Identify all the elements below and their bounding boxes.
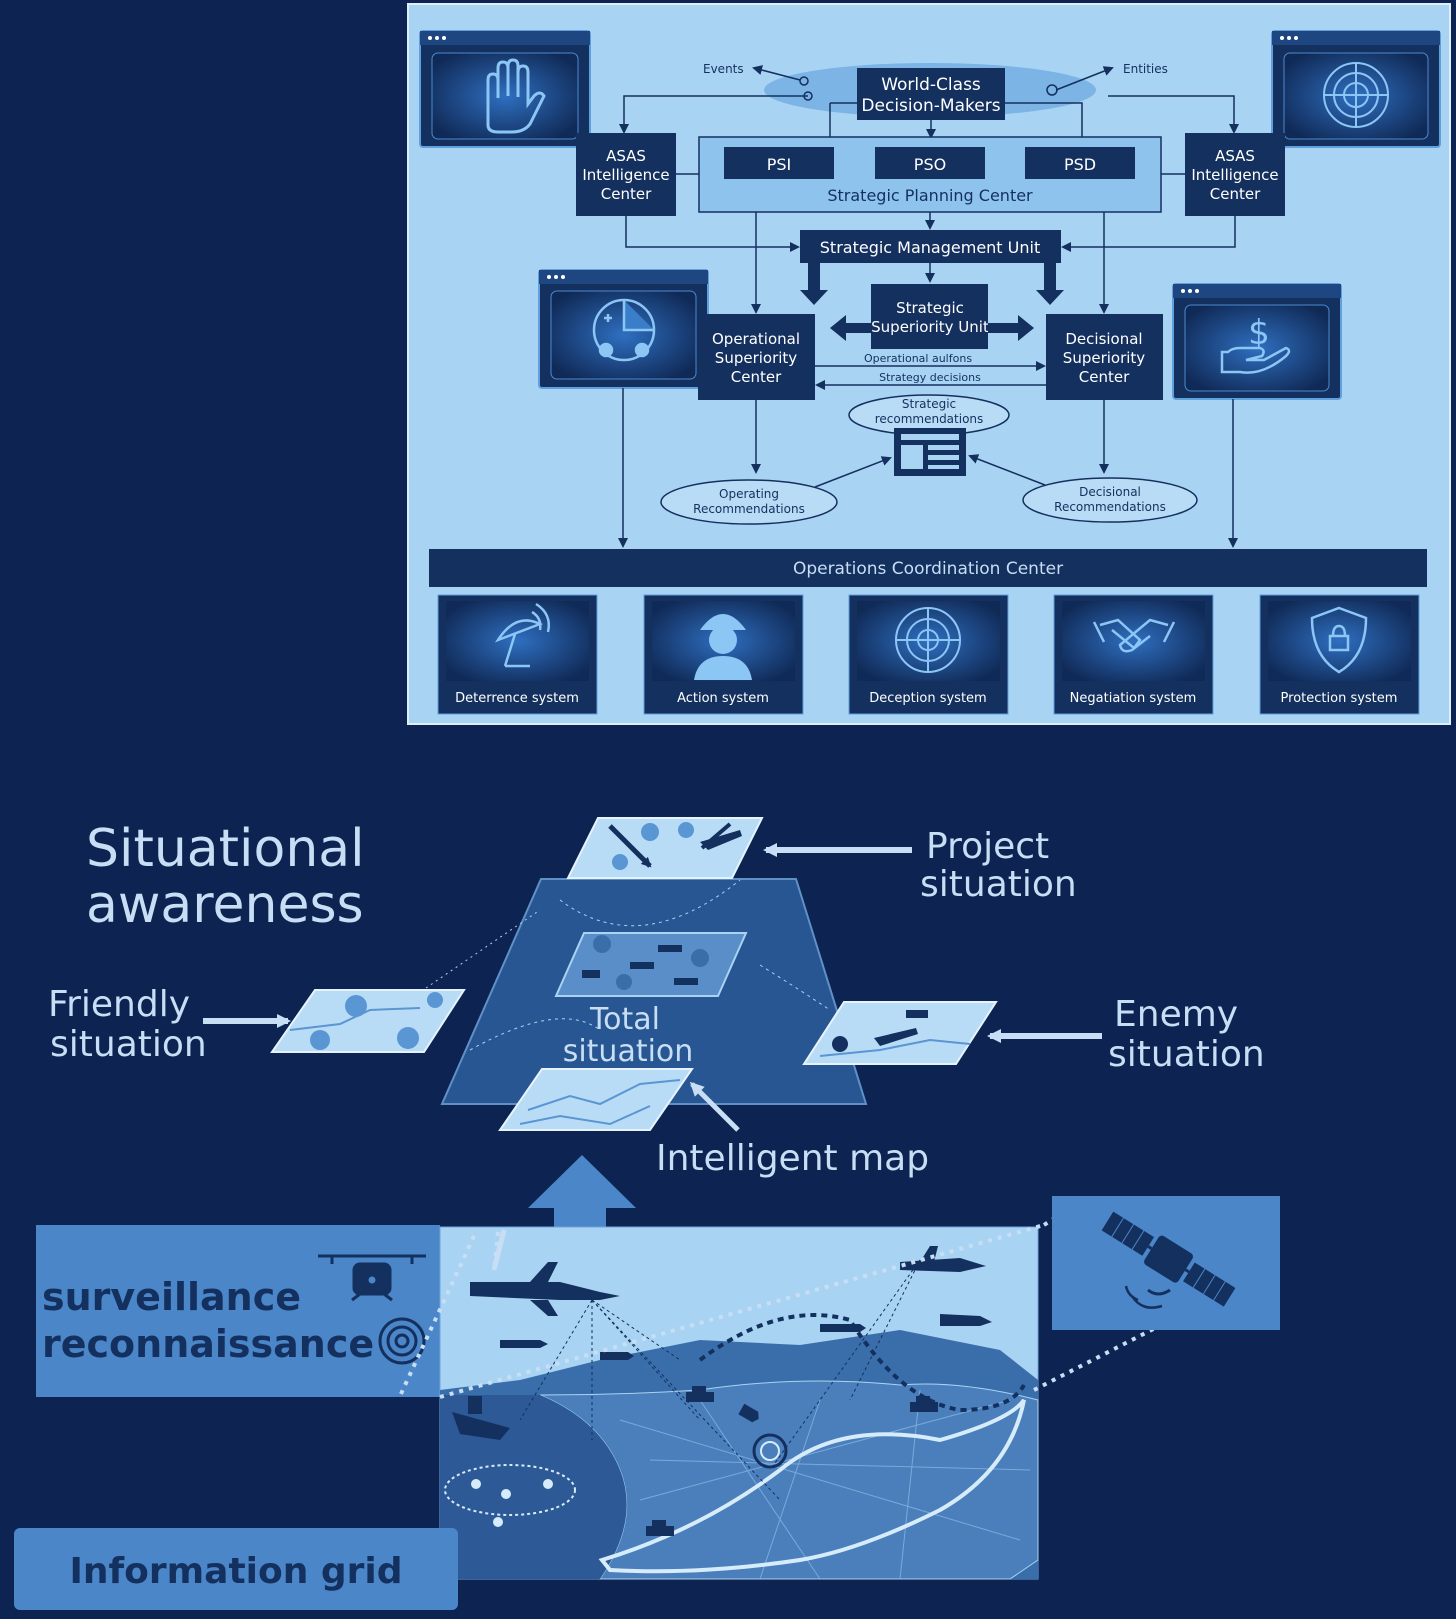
battlefield-map (439, 1226, 1039, 1580)
operational-superiority-box (698, 314, 815, 400)
decisional-recommendations-ellipse (1022, 477, 1198, 523)
project-map (566, 817, 764, 879)
strategic-management-box (800, 230, 1061, 263)
finance-window: $ (1172, 283, 1342, 400)
system-label-action: Action system (677, 691, 769, 706)
psd-box (1025, 147, 1135, 179)
information-grid-label: Information grid (69, 1551, 402, 1592)
hand-window (419, 30, 591, 148)
system-label-protection: Protection system (1281, 691, 1398, 706)
shield-lock-icon (1310, 606, 1368, 674)
operating-recommendations-line1: Operating (719, 487, 779, 501)
asas-right-line3: Center (1210, 185, 1261, 203)
surveillance-label: surveillance (42, 1275, 301, 1319)
strategic-superiority-box (871, 284, 988, 349)
operating-recommendations-line2: Recommendations (693, 502, 805, 516)
strategic-superiority-line2: Superiority Unit (871, 318, 989, 336)
satellite-dish-icon (494, 602, 550, 668)
intelligent-map (498, 1068, 694, 1131)
pso-label: PSO (914, 155, 946, 174)
dollar-hand-icon: $ (1220, 313, 1291, 374)
asas-left-line2: Intelligence (582, 166, 669, 184)
reconnaissance-label: reconnaissance (42, 1322, 374, 1366)
project-situation-line1: Project (926, 826, 1049, 867)
operational-superiority-line3: Center (731, 368, 782, 386)
coordination-center-bar (429, 549, 1427, 587)
strategy-window (538, 269, 709, 389)
awareness-title-line2: awareness (86, 875, 364, 935)
handshake-icon (1092, 618, 1176, 653)
dashboard-icon (894, 428, 966, 476)
operational-superiority-line1: Operational (712, 330, 800, 348)
system-tile-deterrence: Deterrence system (437, 594, 598, 715)
satellite-icon (1101, 1211, 1236, 1309)
asas-right-line1: ASAS (1215, 147, 1255, 165)
system-label-deception: Deception system (869, 691, 986, 706)
strategic-management-label: Strategic Management Unit (820, 238, 1040, 257)
total-situation-line2: situation (563, 1034, 694, 1069)
radar-icon (895, 607, 961, 673)
operational-aulfons-label: Operational aulfons (864, 352, 972, 365)
total-situation-map (554, 932, 748, 997)
system-tile-protection: Protection system (1259, 594, 1420, 715)
decisional-superiority-line3: Center (1079, 368, 1130, 386)
strategic-recommendations-line2: recommendations (875, 412, 984, 426)
decisional-superiority-line2: Superiority (1063, 349, 1146, 367)
entities-label: Entities (1123, 62, 1168, 76)
friendly-map (270, 989, 466, 1053)
drone-icon (318, 1254, 426, 1302)
enemy-situation-line1: Enemy (1114, 994, 1238, 1035)
decisional-recommendations-line1: Decisional (1079, 485, 1141, 499)
friendly-situation-line2: situation (50, 1024, 207, 1065)
hand-icon (486, 58, 546, 134)
asas-left-line3: Center (601, 185, 652, 203)
asas-left-box (576, 133, 676, 216)
strategic-superiority-line1: Strategic (896, 299, 964, 317)
strategic-planning-label: Strategic Planning Center (827, 186, 1033, 205)
surveillance-panel (36, 1225, 440, 1397)
pso-box (875, 147, 985, 179)
radar-window (1271, 30, 1441, 148)
friendly-situation-line1: Friendly (48, 984, 190, 1025)
enemy-situation-line2: situation (1108, 1034, 1265, 1075)
events-label: Events (703, 62, 744, 76)
system-tile-deception: Deception system (848, 594, 1009, 715)
soldier-icon (694, 614, 752, 680)
radar-icon (1323, 62, 1389, 128)
awareness-title-line1: Situational (86, 819, 365, 879)
asas-right-line2: Intelligence (1191, 166, 1278, 184)
system-tile-action: Action system (643, 594, 804, 715)
decisional-superiority-line1: Decisional (1065, 330, 1142, 348)
asas-right-box (1185, 133, 1285, 216)
system-label-deterrence: Deterrence system (455, 691, 579, 706)
system-tile-negotiation: Negatiation system (1053, 594, 1214, 715)
psi-label: PSI (767, 155, 792, 174)
system-label-negotiation: Negatiation system (1070, 691, 1197, 706)
psi-box (724, 147, 834, 179)
strategy-wheel-icon (592, 298, 656, 362)
coordination-center-label: Operations Coordination Center (793, 559, 1063, 579)
strategic-recommendations-line1: Strategic (902, 397, 956, 411)
intelligent-map-label: Intelligent map (656, 1138, 929, 1179)
intelligent-map-arrow (689, 1081, 740, 1132)
operational-superiority-line2: Superiority (715, 349, 798, 367)
project-situation-line2: situation (920, 864, 1077, 905)
decisional-recommendations-line2: Recommendations (1054, 500, 1166, 514)
information-grid-panel (14, 1528, 458, 1610)
total-situation-line1: Total (589, 1002, 660, 1037)
svg-text:$: $ (1248, 313, 1270, 353)
strategy-decisions-label: Strategy decisions (879, 371, 981, 384)
operating-recommendations-ellipse (660, 479, 838, 525)
enemy-map (802, 1001, 998, 1065)
psd-label: PSD (1064, 155, 1096, 174)
asas-left-line1: ASAS (606, 147, 646, 165)
decisional-superiority-box (1046, 314, 1163, 400)
decision-makers-box (857, 68, 1005, 120)
target-icon (378, 1317, 426, 1365)
